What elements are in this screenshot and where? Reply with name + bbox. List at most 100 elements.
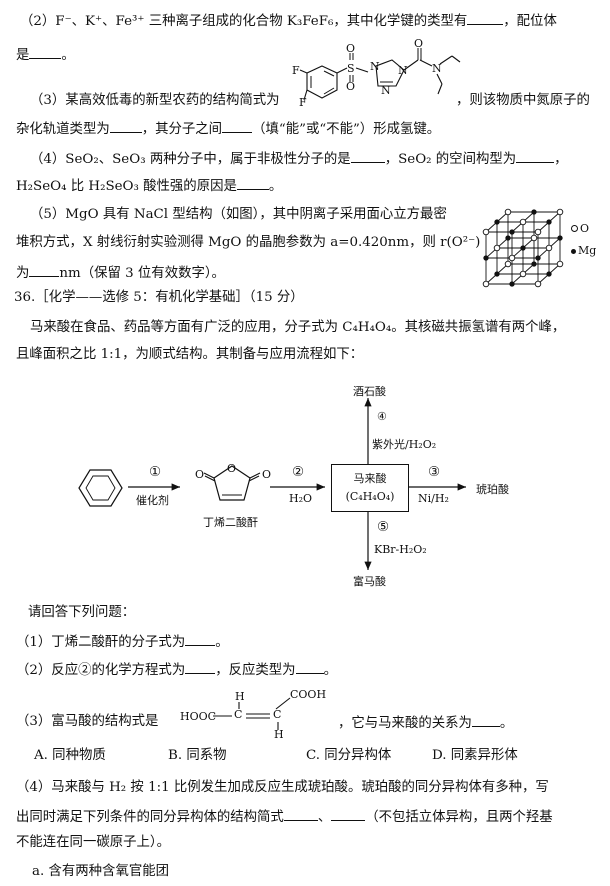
answer-blank[interactable] <box>185 659 216 674</box>
ring-oxygen: O <box>227 462 237 475</box>
answer-blank[interactable] <box>236 175 269 190</box>
q4-text: （4）SeO₂、SeO₃ 两种分子中，属于非极性分子的是 <box>30 152 351 167</box>
box-name: 马来酸 <box>353 472 387 485</box>
atom-label: N <box>432 62 442 75</box>
q36-header: 36.［化学——选修 5：有机化学基础］（15 分） <box>14 288 304 308</box>
q3-line1a: （3）某高效低毒的新型农药的结构简式为 <box>30 91 280 111</box>
sub-q1-text: 。 <box>215 635 229 650</box>
sub-q4-text: 出同时满足下列条件的同分异构体的结构简式 <box>16 810 284 825</box>
answer-blank[interactable] <box>467 10 504 25</box>
q5-text: 为 <box>16 266 30 281</box>
q2-text: 是 <box>16 48 30 63</box>
answer-blank[interactable] <box>29 262 60 277</box>
carbonyl-oxygen: O <box>262 468 272 481</box>
magnesium-ion <box>531 209 537 215</box>
step2-condition: H₂O <box>289 492 313 505</box>
c-atom: C <box>273 708 282 721</box>
answer-blank[interactable] <box>516 148 555 163</box>
q3-text: 杂化轨道类型为 <box>16 122 110 137</box>
answer-blank[interactable] <box>109 118 142 133</box>
tartaric-acid-label: 酒石酸 <box>353 385 386 398</box>
magnesium-ion <box>494 271 500 277</box>
oxide-ion <box>534 280 542 288</box>
q5-text: nm（保留 3 位有效数字）。 <box>59 266 225 281</box>
q3-text: （3）某高效低毒的新型农药的结构简式为 <box>30 93 280 108</box>
atom-label: N <box>398 64 408 77</box>
q5-line3: 为 nm（保留 3 位有效数字）。 <box>16 262 225 284</box>
cooh-group: COOH <box>290 688 327 701</box>
answer-blank[interactable] <box>29 44 62 59</box>
condition-a: a. 含有两种含氧官能团 <box>32 862 169 882</box>
anhydride-label: 丁烯二酸酐 <box>203 516 258 529</box>
answer-blank[interactable] <box>350 148 385 163</box>
h-atom: H <box>235 690 245 703</box>
legend-mg: Mg <box>571 244 596 257</box>
step1-condition: 催化剂 <box>136 494 169 507</box>
option-b-text: B. 同系物 <box>168 748 227 763</box>
atom-label: O <box>414 37 424 50</box>
oxide-ion <box>556 208 564 216</box>
oxide-ion <box>493 244 501 252</box>
magnesium-ion <box>520 245 526 251</box>
q5-line1: （5）MgO 具有 NaCl 型结构（如图），其中阴离子采用面心立方最密 <box>30 205 447 225</box>
legend-mg-label: Mg <box>578 244 597 257</box>
q3-text: （填“能”或“不能”）形成氢键。 <box>252 122 441 137</box>
answer-blank[interactable] <box>295 659 324 674</box>
option-b[interactable]: B. 同系物 <box>168 746 227 766</box>
sub-q1: （1）丁烯二酸酐的分子式为。 <box>16 631 229 653</box>
h-atom: H <box>274 728 284 741</box>
answer-blank[interactable] <box>185 631 216 646</box>
step5-number: ⑤ <box>377 520 390 535</box>
q36-header-text: 36.［化学——选修 5：有机化学基础］（15 分） <box>14 290 304 305</box>
legend-mg-dot-icon <box>571 249 576 254</box>
step5-condition: KBr-H₂O₂ <box>374 543 427 556</box>
magnesium-ion <box>505 235 511 241</box>
sub-q3-text: （3）富马酸的结构式是 <box>16 714 159 729</box>
option-c-text: C. 同分异构体 <box>306 748 392 763</box>
step4-condition: 紫外光/H₂O₂ <box>372 438 437 451</box>
atom-label: N <box>381 84 391 97</box>
oxide-ion <box>556 260 564 268</box>
q4-text: H₂SeO₄ 比 H₂SeO₃ 酸性强的原因是 <box>16 179 237 194</box>
q2-text: 。 <box>61 48 75 63</box>
option-c[interactable]: C. 同分异构体 <box>306 746 391 766</box>
sub-q2-text: （2）反应②的化学方程式为 <box>16 663 186 678</box>
magnesium-ion <box>509 281 515 287</box>
legend-o-label: O <box>580 222 590 235</box>
sub-q4-line3: 不能连在同一碳原子上）。 <box>16 833 170 853</box>
sub-q2: （2）反应②的化学方程式为，反应类型为。 <box>16 659 337 681</box>
sub-q3-text: 。 <box>499 716 514 731</box>
q4-text: 。 <box>268 179 283 194</box>
magnesium-ion <box>557 235 563 241</box>
sub-q4-text: 不能连在同一碳原子上）。 <box>16 835 170 850</box>
prompt-text: 请回答下列问题： <box>28 605 136 620</box>
answer-blank[interactable] <box>283 806 318 821</box>
sub-q3a: （3）富马酸的结构式是 <box>16 712 158 732</box>
q3-text: ，则该物质中氮原子的 <box>456 93 590 108</box>
sub-q4-text: 、 <box>317 810 332 825</box>
answer-blank[interactable] <box>331 806 366 821</box>
q4-text: ， <box>554 152 568 167</box>
option-a[interactable]: A. 同种物质 <box>34 746 106 766</box>
q5-text: 堆积方式，X 射线衍射实验测得 MgO 的晶胞参数为 a=0.420nm，则 r… <box>16 235 481 250</box>
box-formula: (C₄H₄O₄) <box>345 490 395 503</box>
magnesium-ion <box>509 229 515 235</box>
q4-line2: H₂SeO₄ 比 H₂SeO₃ 酸性强的原因是 。 <box>16 175 282 197</box>
q3-line2: 杂化轨道类型为 ，其分子之间 （填“能”或“不能”）形成氢键。 <box>16 118 440 140</box>
succinic-acid-label: 琥珀酸 <box>476 483 509 496</box>
step3-number: ③ <box>428 465 441 480</box>
answer-blank[interactable] <box>222 118 253 133</box>
q2-line1: （2）F⁻、K⁺、Fe³⁺ 三种离子组成的化合物 K₃FeF₆，其中化学键的类型… <box>20 10 557 32</box>
q2-text: ，配位体 <box>503 14 557 29</box>
option-d-text: D. 同素异形体 <box>432 748 518 763</box>
q3-text: ，其分子之间 <box>141 122 223 137</box>
option-d[interactable]: D. 同素异形体 <box>432 746 518 766</box>
atom-label: O <box>346 42 356 55</box>
answer-blank[interactable] <box>471 712 500 727</box>
q5-text: （5）MgO 具有 NaCl 型结构（如图），其中阴离子采用面心立方最密 <box>30 207 447 222</box>
q2-line2: 是。 <box>16 44 75 66</box>
step2-number: ② <box>292 465 305 480</box>
